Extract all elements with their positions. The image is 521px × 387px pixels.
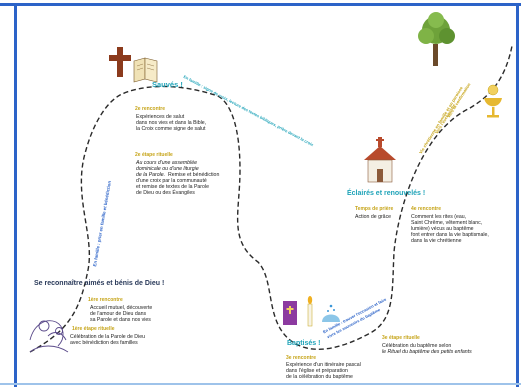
cross-icon xyxy=(109,47,131,77)
step-text-3-line-1: Célébration du baptême selon xyxy=(382,343,452,349)
meeting-label-2: 2e rencontre xyxy=(135,106,166,112)
prayer-label: Temps de prière xyxy=(355,206,394,212)
water-shell-icon xyxy=(322,304,340,322)
stage-title-welcome: Se reconnaître aimés et bénis de Dieu ! xyxy=(34,280,165,287)
step-text-1-line-1: Célébration de la Parole de Dieu xyxy=(70,334,145,340)
prayer-text: Action de grâce xyxy=(355,214,392,220)
journey-path xyxy=(29,45,513,353)
meeting-text-4-line-2: Saint Chrême, vêtement blanc, xyxy=(411,220,483,226)
bible-purple-icon xyxy=(283,301,297,325)
step-text-2-line-4: de Dieu ou des Évangiles xyxy=(136,190,195,196)
meeting-text-4-line-5: dans la vie chrétienne xyxy=(411,238,462,244)
chalice-icon xyxy=(484,84,502,118)
step-text-2-italic-2: dominicale ou d'une liturgie xyxy=(136,166,199,172)
step-text-2-line-1: Remise et bénédiction xyxy=(168,172,220,178)
step-text-3-italic: le Rituel du baptême des petits enfants xyxy=(382,349,472,355)
step-text-2-line-2: d'une croix par la communauté xyxy=(136,178,207,184)
meeting-text-4-line-4: font entrer dans la vie baptismale, xyxy=(411,232,489,238)
meeting-text-3-line-3: de la célébration du baptême xyxy=(286,374,353,380)
meeting-label-4: 4e rencontre xyxy=(411,206,442,212)
meeting-text-1-line-3: sa Parole et dans nos vies xyxy=(90,317,151,323)
meeting-text-1-line-1: Accueil mutuel, découverte xyxy=(90,305,153,311)
meeting-text-2-line-1: Expériences de salut xyxy=(136,114,185,120)
meeting-text-4-line-1: Comment les rites (eau, xyxy=(411,214,467,220)
tree-icon xyxy=(418,12,455,66)
step-text-2-italic-3: de la Parole. xyxy=(136,172,166,178)
step-label-3: 3e étape rituelle xyxy=(382,335,420,341)
frame-left-border xyxy=(14,3,17,387)
meeting-text-3-line-1: Expérience d'un itinéraire pascal xyxy=(286,362,361,368)
meeting-text-2-line-2: dans nos vies et dans la Bible, xyxy=(136,120,207,126)
stage-title-baptised: Baptisés ! xyxy=(287,340,321,347)
meeting-text-1-line-2: de l'amour de Dieu dans xyxy=(90,311,147,317)
chapel-icon xyxy=(364,137,396,183)
bible-icon xyxy=(133,57,158,83)
step-text-1-line-2: avec bénédiction des familles xyxy=(70,340,138,346)
meeting-label-3: 3e rencontre xyxy=(286,355,317,361)
family-drawing-icon xyxy=(29,320,69,353)
candle-icon xyxy=(307,296,313,327)
frame-right-border xyxy=(516,3,519,387)
stage-title-saved: Sauvés ! xyxy=(152,80,183,89)
stage-title-enlightened: Éclairés et renouvelés ! xyxy=(347,190,426,197)
step-label-1: 1ère étape rituelle xyxy=(72,326,115,332)
frame-bottom-border xyxy=(0,383,521,385)
step-text-2-line-3: et remise de textes de la Parole xyxy=(136,184,209,190)
meeting-label-1: 1ère rencontre xyxy=(88,297,123,303)
step-text-2-italic-1: Au cours d'une assemblée xyxy=(136,160,197,166)
meeting-text-2-line-3: la Croix comme signe de salut xyxy=(136,126,206,132)
meeting-text-3-line-2: dans l'église et préparation xyxy=(286,368,348,374)
step-label-2: 2e étape rituelle xyxy=(135,152,173,158)
frame-top-border xyxy=(0,3,521,6)
meeting-text-4-line-3: lumière) vécus au baptême xyxy=(411,226,474,232)
